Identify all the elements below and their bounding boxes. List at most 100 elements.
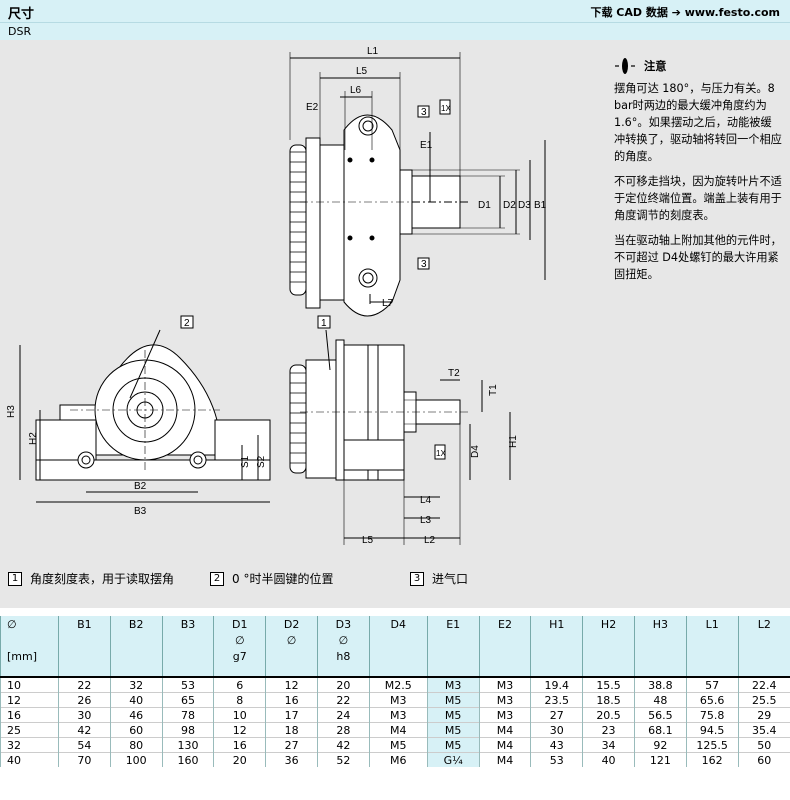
column-header: E2	[478, 616, 531, 677]
table-cell: 17	[265, 707, 318, 723]
column-header: D1∅g7	[213, 616, 266, 677]
table-cell: 22	[316, 692, 370, 708]
table-cell: M5	[368, 737, 428, 753]
table-cell: M5	[426, 722, 480, 738]
table-cell: M4	[478, 752, 531, 767]
dim-h2-label: H2	[28, 432, 39, 445]
table-cell: 57	[685, 676, 739, 693]
table-cell: 80	[109, 737, 163, 753]
legend-item: 3 进气口	[410, 570, 560, 588]
table-cell: 27	[530, 707, 583, 723]
table-cell: 94.5	[685, 722, 739, 738]
dim-b3-label: B3	[134, 506, 147, 517]
table-cell: 6	[213, 676, 266, 693]
column-header-line	[533, 650, 580, 666]
table-cell: M5	[426, 707, 480, 723]
legend-number: 1	[8, 572, 22, 586]
dim-l6-label: L6	[350, 85, 362, 96]
table-cell: M5	[426, 692, 480, 708]
table-cell: 53	[530, 752, 583, 767]
column-header: L1	[685, 616, 739, 677]
dim-l2-label: L2	[424, 535, 436, 546]
table-cell: M3	[426, 676, 480, 693]
table-cell: 30	[58, 707, 111, 723]
table-cell: 16	[213, 737, 266, 753]
column-header-line: h8	[336, 650, 351, 663]
table-cell: 28	[316, 722, 370, 738]
column-header-line: L1	[705, 618, 719, 631]
callout-1: 1	[321, 318, 327, 329]
table-cell: 65.6	[685, 692, 739, 708]
table-cell: 8	[213, 692, 266, 708]
legend-text: 0 °时半圆键的位置	[232, 572, 334, 586]
page-title: 尺寸	[8, 7, 35, 22]
table-cell: 56.5	[633, 707, 687, 723]
table-cell: 26	[58, 692, 111, 708]
cad-download-link[interactable]: 下载 CAD 数据 ➔ www.festo.com	[590, 6, 780, 19]
column-header: B1	[58, 616, 111, 677]
legend-number: 2	[210, 572, 224, 586]
table-cell: 16	[265, 692, 318, 708]
table-cell: M3	[478, 707, 531, 723]
table-cell: M2.5	[368, 676, 428, 693]
column-header-line: B3	[180, 618, 196, 631]
notes-panel: 注意 摆角可达 180°，与压力有关。8 bar时两边的最大缓冲角度约为 1.6…	[614, 56, 782, 291]
table-cell: 60	[737, 752, 790, 767]
column-header-line: E1	[446, 618, 461, 631]
note-paragraph: 摆角可达 180°，与压力有关。8 bar时两边的最大缓冲角度约为 1.6°。如…	[614, 82, 782, 163]
table-cell: 130	[161, 737, 214, 753]
table-cell: 42	[58, 722, 111, 738]
column-header: L2	[737, 616, 790, 677]
column-header: ∅ [mm]	[0, 616, 59, 677]
dim-d4-label: D4	[470, 445, 481, 458]
column-header-line	[165, 634, 212, 650]
technical-drawing: L1 L5 L6 E2 E1 D1 D2 D3 B1 L7 3 3 1X	[6, 46, 547, 546]
table-cell: M3	[368, 707, 428, 723]
table-cell: 19.4	[530, 676, 583, 693]
column-header-line: D1	[232, 618, 248, 631]
table-cell: 162	[685, 752, 739, 767]
dim-b2-label: B2	[134, 481, 147, 492]
column-header-line	[113, 650, 160, 666]
dim-t1-label: T1	[488, 384, 499, 396]
table-cell: 160	[161, 752, 214, 767]
table-cell: 12	[0, 692, 59, 708]
column-header-line	[585, 650, 632, 666]
column-header: B2	[109, 616, 163, 677]
column-header-line: B2	[128, 618, 144, 631]
column-header-line: E2	[498, 618, 512, 631]
column-header-line: ∅	[7, 618, 17, 631]
column-header: H3	[633, 616, 687, 677]
column-header-line: [mm]	[7, 650, 38, 663]
table-cell: 40	[582, 752, 635, 767]
table-cell: 18	[265, 722, 318, 738]
table-cell: 42	[316, 737, 370, 753]
dim-h1-label: H1	[508, 435, 519, 448]
table-cell: 15.5	[582, 676, 635, 693]
dim-s2-label: S2	[256, 455, 267, 468]
column-header-line	[372, 650, 425, 666]
table-cell: 78	[161, 707, 214, 723]
table-cell: 121	[633, 752, 687, 767]
dim-t2-label: T2	[448, 368, 460, 379]
dim-l4-label: L4	[420, 495, 432, 506]
table-cell: 43	[530, 737, 583, 753]
drawing-area	[0, 40, 790, 608]
model-name: DSR	[8, 25, 32, 38]
column-header-line	[7, 634, 56, 650]
table-cell: M4	[478, 722, 531, 738]
table-cell: 20	[316, 676, 370, 693]
table-cell: 12	[265, 676, 318, 693]
legend-item: 1 角度刻度表，用于读取摆角	[8, 570, 188, 588]
table-cell: G¼	[426, 752, 480, 767]
column-header-line	[585, 634, 632, 650]
dim-l7-label: L7	[382, 298, 394, 309]
column-header-line	[430, 634, 477, 650]
table-cell: 30	[530, 722, 583, 738]
table-cell: 23	[582, 722, 635, 738]
legend-text: 进气口	[432, 572, 469, 586]
